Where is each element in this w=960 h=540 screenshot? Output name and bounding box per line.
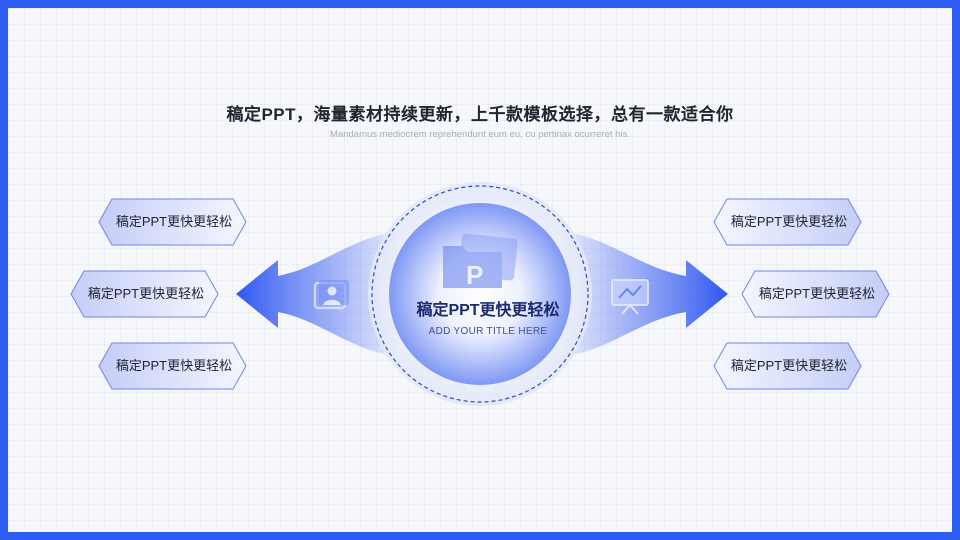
left-item-1-label: 稿定PPT更快更轻松 xyxy=(115,214,233,229)
right-item-2-label: 稿定PPT更快更轻松 xyxy=(758,286,876,301)
right-hex-3 xyxy=(713,342,862,390)
right-hex-2 xyxy=(741,270,890,318)
diagram-graphics: P xyxy=(70,182,890,406)
folder-icon: P xyxy=(443,233,518,290)
slide-subtitle: Mandamus mediocrem reprehendunt eum eu, … xyxy=(330,129,630,140)
left-item-3-label: 稿定PPT更快更轻松 xyxy=(115,358,233,373)
left-hex-3 xyxy=(98,342,247,390)
right-item-3-label: 稿定PPT更快更轻松 xyxy=(730,358,848,373)
center-dashed-ring xyxy=(371,185,589,403)
slide-title: 稿定PPT，海量素材持续更新，上千款模板选择，总有一款适合你 xyxy=(226,105,734,124)
user-picture-icon xyxy=(313,280,349,310)
left-hex-2 xyxy=(70,270,219,318)
svg-text:P: P xyxy=(466,260,483,290)
right-hex-1 xyxy=(713,198,862,246)
right-item-1-label: 稿定PPT更快更轻松 xyxy=(730,214,848,229)
left-hex-1 xyxy=(98,198,247,246)
left-item-2-label: 稿定PPT更快更轻松 xyxy=(87,286,205,301)
center-subtitle: ADD YOUR TITLE HERE xyxy=(428,326,548,337)
center-title: 稿定PPT更快更轻松 xyxy=(416,302,560,319)
presentation-board-icon xyxy=(611,279,649,315)
center-inner-circle xyxy=(389,203,571,385)
